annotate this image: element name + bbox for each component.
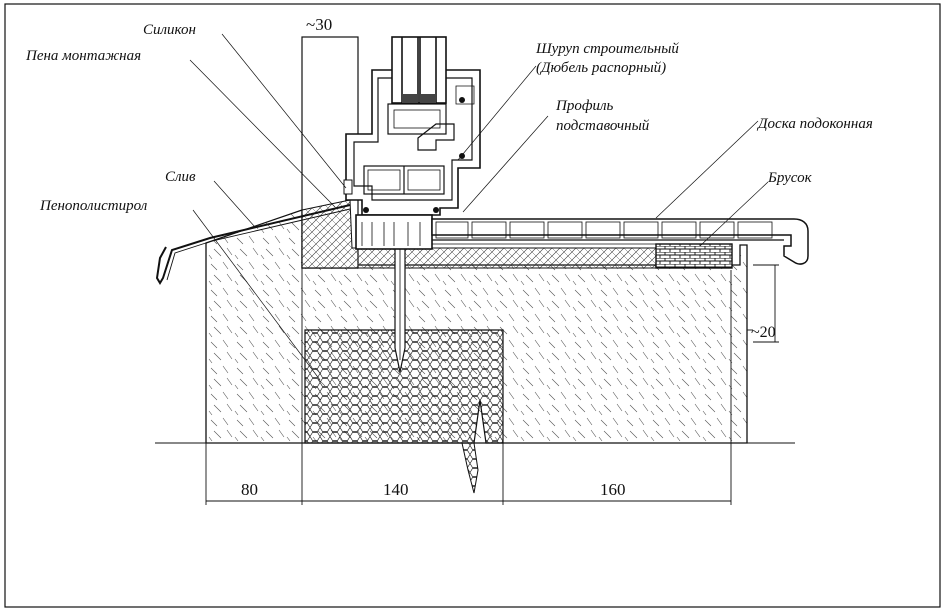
- label-silicone: Силикон: [143, 22, 196, 38]
- glazing-unit: [391, 36, 447, 104]
- label-profile-line1: Профиль: [555, 98, 614, 114]
- dimension-right-width: 160: [600, 480, 626, 499]
- label-bar: Брусок: [767, 170, 813, 186]
- dimension-side-gap: ~20: [751, 324, 776, 341]
- dimension-lines: [205, 36, 779, 505]
- label-drip: Слив: [165, 169, 196, 185]
- drip-flashing-inner: [166, 208, 351, 281]
- label-screw-line1: Шуруп строительный: [535, 41, 679, 57]
- dimension-top-gap: ~30: [306, 15, 332, 34]
- wooden-bar: [655, 243, 733, 269]
- label-profile-line2: подставочный: [556, 118, 650, 134]
- window-profile: [343, 69, 481, 216]
- leader-lines: [189, 33, 769, 381]
- label-sill-board: Доска подоконная: [756, 116, 873, 132]
- label-mounting-foam: Пена монтажная: [25, 48, 141, 64]
- polystyrene-tail: [461, 442, 479, 494]
- dimension-left-width: 80: [241, 480, 258, 499]
- drip-flashing: [155, 204, 351, 285]
- drawing-frame: [4, 3, 941, 608]
- dimension-middle-width: 140: [383, 480, 409, 499]
- support-profile: [355, 214, 433, 250]
- label-screw-line2: (Дюбель распорный): [536, 60, 666, 76]
- label-polystyrene: Пенополистирол: [39, 198, 148, 214]
- window-sill-board: [431, 218, 809, 265]
